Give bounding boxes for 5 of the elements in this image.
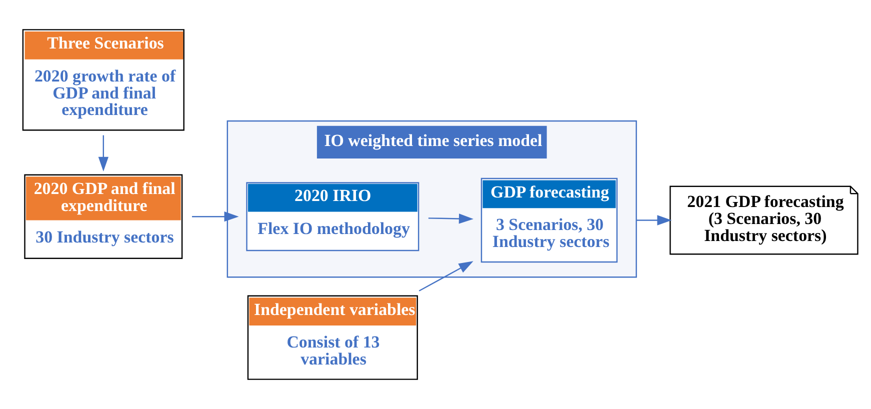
arrow — [636, 215, 672, 226]
arrow — [418, 261, 474, 292]
arrow — [98, 135, 108, 172]
arrow — [428, 214, 474, 224]
arrow — [192, 212, 239, 222]
